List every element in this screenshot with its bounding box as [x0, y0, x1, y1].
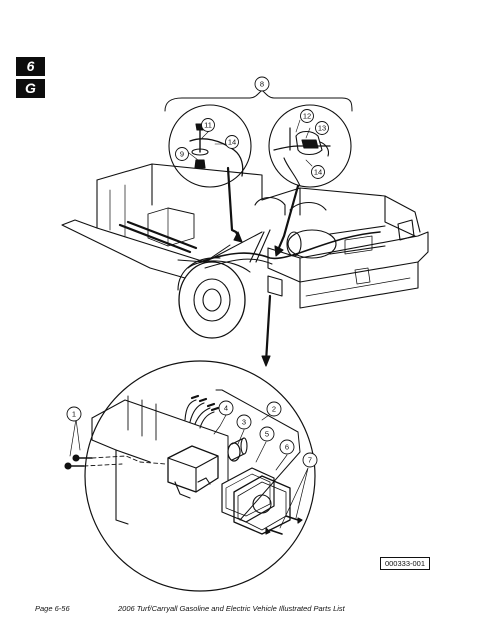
callout-circles [66, 76, 329, 468]
callout-9: 9 [180, 150, 184, 159]
callout-13: 13 [318, 124, 326, 133]
footer-page-number: Page 6-56 [35, 604, 70, 613]
section-tab-chapter: 6 [16, 57, 45, 76]
detail-circle-bottom [64, 360, 316, 592]
section-tab-letter: G [16, 79, 45, 98]
callout-14-right: 14 [314, 168, 322, 177]
callout-1: 1 [72, 410, 76, 419]
callout-8: 8 [260, 80, 264, 89]
callout-6: 6 [285, 443, 289, 452]
callout-4: 4 [224, 404, 228, 413]
callout-2: 2 [272, 405, 276, 414]
detail-circle-right [268, 104, 352, 257]
figure-id-label: 000333-001 [380, 557, 430, 570]
callout-11: 11 [204, 121, 212, 130]
callout-12: 12 [303, 112, 311, 121]
callout-3: 3 [242, 418, 246, 427]
footer-document-title: 2006 Turf/Carryall Gasoline and Electric… [118, 604, 345, 613]
callout-5: 5 [265, 430, 269, 439]
vehicle-illustration [61, 163, 429, 339]
callout-14-left: 14 [228, 138, 236, 147]
callout-leaders [69, 414, 309, 529]
callout-7: 7 [308, 456, 312, 465]
